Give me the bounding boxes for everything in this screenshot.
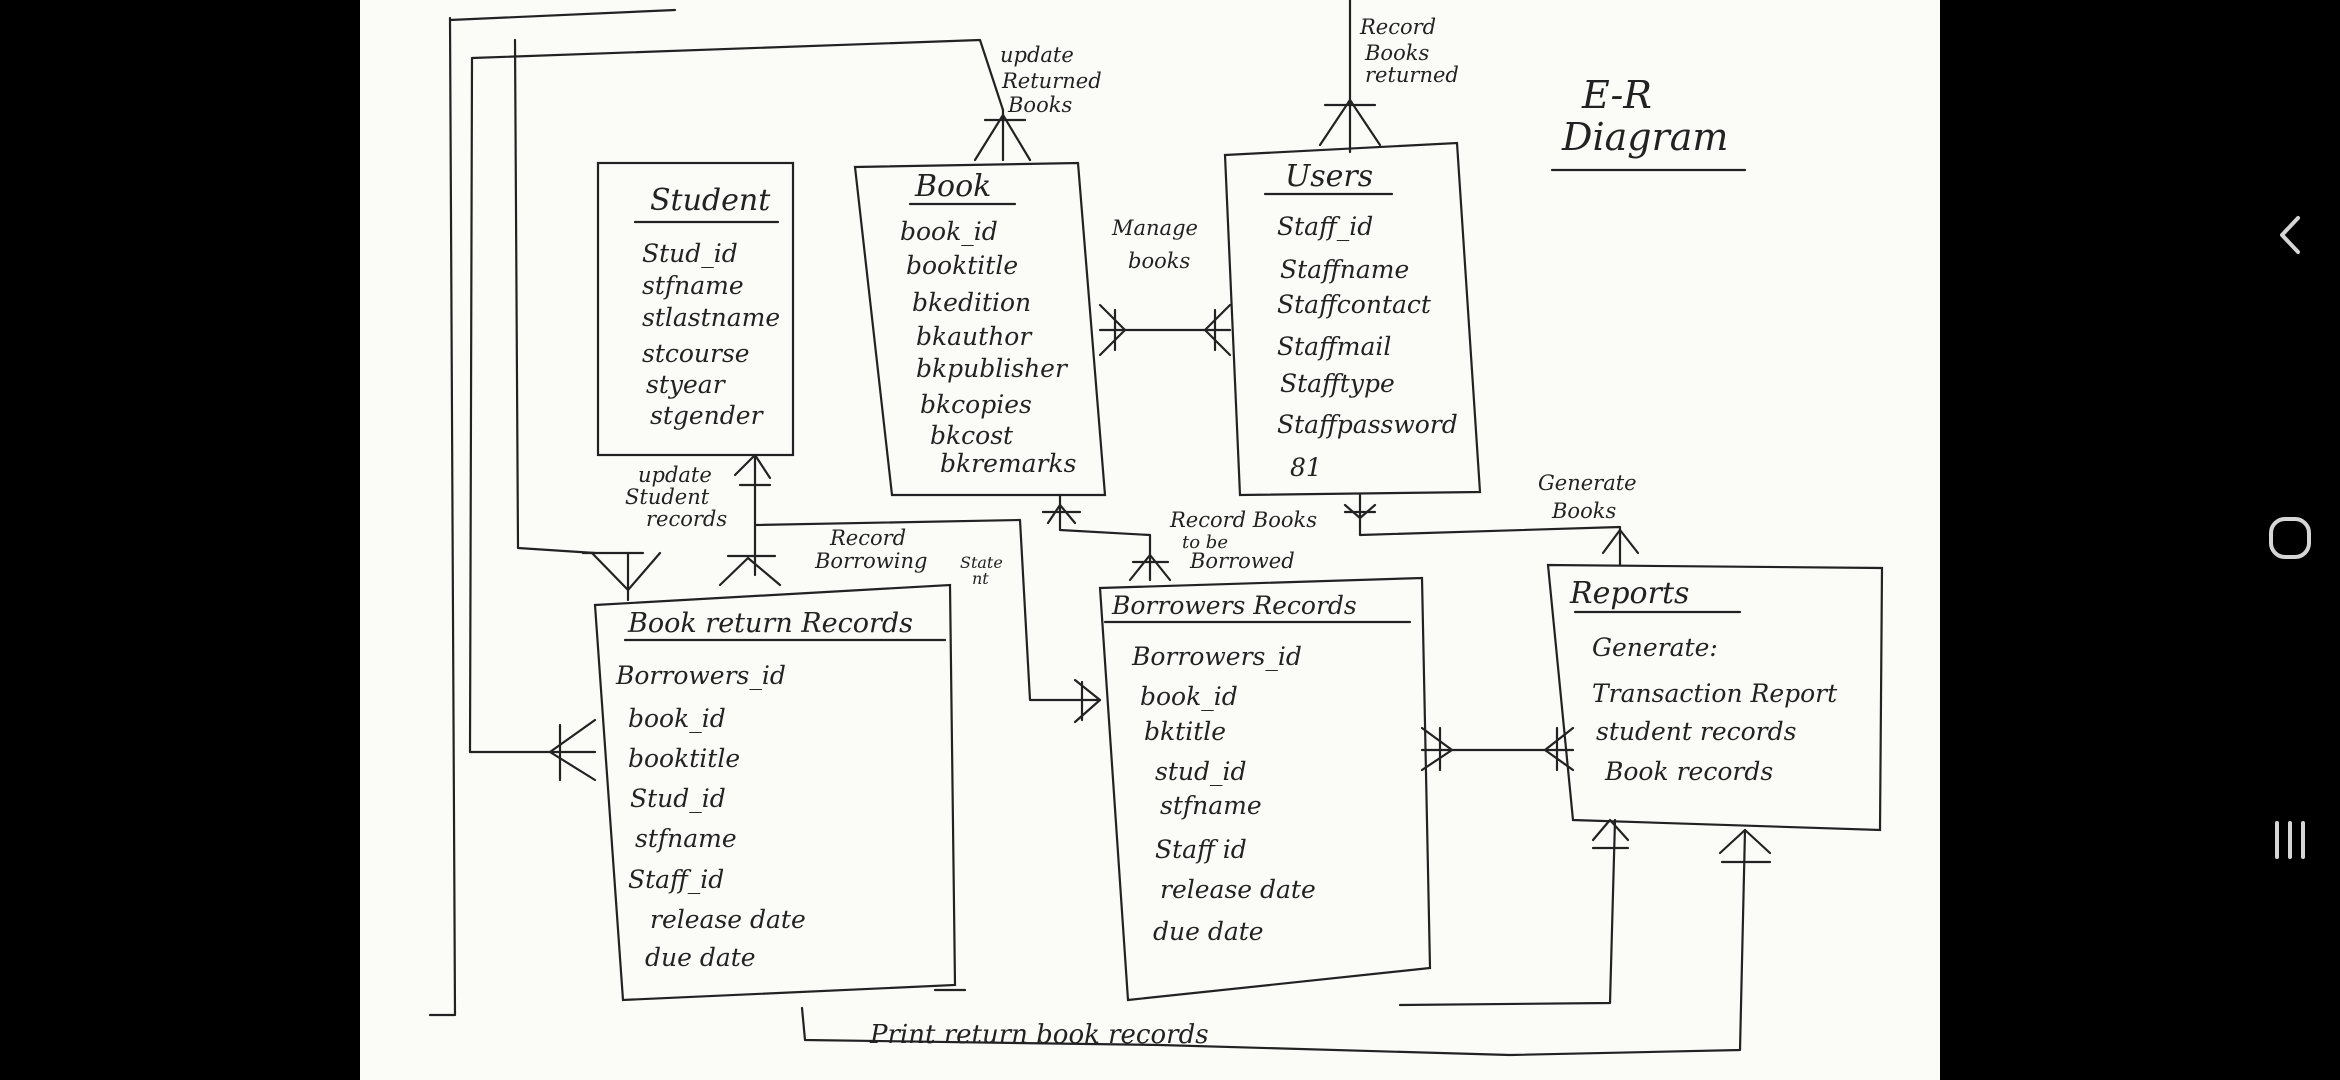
borrowers-attr: Borrowers_id: [1131, 642, 1302, 671]
borrowers-attr: release date: [1160, 875, 1316, 904]
reports-attr: Generate:: [1592, 633, 1718, 662]
users-attr: Staffcontact: [1277, 290, 1432, 319]
reports-attr: Book records: [1604, 757, 1773, 786]
entity-users: Users Staff_id Staffname Staffcontact St…: [1223, 141, 1482, 497]
book-attr: bkcopies: [920, 390, 1032, 419]
users-attr: 81: [1290, 453, 1322, 482]
rel-record-books-returned-2: Books: [1364, 41, 1429, 65]
home-circle-icon: [2269, 517, 2311, 559]
rel-record-books-returned-1: Record: [1359, 15, 1436, 39]
student-attr: stlastname: [642, 303, 780, 332]
er-diagram-photo: E-R Diagram Student Stud_id stfname stla…: [360, 0, 1940, 1080]
student-attr: stcourse: [642, 339, 750, 368]
rel-record-borrowing-4: nt: [972, 569, 989, 588]
home-button[interactable]: [2240, 478, 2340, 598]
book-attr: book_id: [900, 217, 998, 246]
student-attr: Stud_id: [642, 239, 738, 268]
recents-button[interactable]: [2240, 780, 2340, 900]
rel-generate-books-2: Books: [1551, 499, 1616, 523]
relationship-labels: update Returned Books Record Books retur…: [625, 15, 1637, 1050]
recents-bars-icon: [2275, 821, 2305, 859]
borrowers-attr: Staff id: [1155, 835, 1247, 864]
book-return-attr: Borrowers_id: [615, 661, 786, 690]
book-return-attr: due date: [645, 943, 756, 972]
book-return-attr: booktitle: [628, 744, 740, 773]
entity-student-title: Student: [650, 183, 771, 218]
rel-record-borrowing-3: State: [960, 553, 1003, 572]
book-attr: bkremarks: [940, 449, 1076, 478]
reports-attr: Transaction Report: [1592, 679, 1838, 708]
book-return-attr: Staff_id: [628, 865, 724, 894]
rel-manage-books-2: books: [1128, 249, 1190, 273]
book-return-attr: release date: [650, 905, 806, 934]
rel-record-books-borrowed-3: Borrowed: [1189, 549, 1295, 573]
student-attr: stfname: [642, 271, 744, 300]
entity-book-return-records-title: Book return Records: [627, 608, 913, 639]
student-attr: styear: [646, 370, 727, 399]
rel-generate-books-1: Generate: [1538, 471, 1637, 495]
borrowers-attr: stud_id: [1155, 757, 1246, 786]
diagram-title-line1: E-R: [1581, 73, 1652, 117]
borrowers-attr: bktitle: [1144, 717, 1226, 746]
users-attr: Stafftype: [1280, 369, 1395, 398]
book-return-attr: stfname: [635, 824, 737, 853]
entity-borrowers-records-title: Borrowers Records: [1111, 591, 1357, 620]
entity-book: Book book_id booktitle bkedition bkautho…: [853, 161, 1107, 497]
chevron-left-icon: [2280, 216, 2300, 254]
back-button[interactable]: [2240, 175, 2340, 295]
student-attr: stgender: [650, 401, 765, 430]
entity-student: Student Stud_id stfname stlastname stcou…: [596, 161, 795, 457]
rel-record-borrowing-2: Borrowing: [814, 549, 927, 573]
borrowers-attr: due date: [1153, 917, 1264, 946]
users-attr: Staff_id: [1277, 212, 1373, 241]
reports-attr: student records: [1596, 717, 1796, 746]
entity-users-title: Users: [1285, 159, 1373, 194]
rel-record-books-borrowed-1: Record Books: [1169, 508, 1317, 532]
rel-update-returned-books-2: Returned: [1001, 69, 1102, 93]
rel-update-student-records-2: Student: [625, 485, 710, 509]
entity-reports-title: Reports: [1569, 576, 1689, 611]
rel-update-returned-books-1: update: [1000, 43, 1074, 67]
borrowers-attr: book_id: [1140, 682, 1238, 711]
er-diagram: E-R Diagram Student Stud_id stfname stla…: [428, 0, 1884, 1057]
rel-update-student-records-1: update: [638, 463, 712, 487]
book-attr: bkauthor: [916, 322, 1033, 351]
book-return-attr: book_id: [628, 704, 726, 733]
rel-manage-books-1: Manage: [1111, 216, 1198, 240]
book-attr: bkcost: [930, 421, 1014, 450]
android-navigation-bar: [2240, 0, 2340, 1080]
users-attr: Staffpassword: [1277, 410, 1458, 439]
entity-borrowers-records: Borrowers Records Borrowers_id book_id b…: [1098, 576, 1432, 1002]
rel-record-books-borrowed-2: to be: [1182, 532, 1228, 553]
users-attr: Staffmail: [1277, 332, 1391, 361]
users-attr: Staffname: [1280, 255, 1409, 284]
book-attr: bkpublisher: [916, 354, 1069, 383]
rel-print-return-book-records: Print return book records: [869, 1020, 1209, 1050]
book-attr: booktitle: [906, 251, 1018, 280]
entity-book-title: Book: [914, 169, 991, 204]
diagram-title-line2: Diagram: [1561, 115, 1728, 159]
rel-update-returned-books-3: Books: [1007, 93, 1072, 117]
connector-lines: [428, 0, 1772, 1057]
entity-reports: Reports Generate: Transaction Report stu…: [1546, 563, 1884, 832]
rel-record-books-returned-3: returned: [1365, 63, 1459, 87]
entity-book-return-records: Book return Records Borrowers_id book_id…: [593, 583, 957, 1002]
book-return-attr: Stud_id: [630, 784, 726, 813]
book-attr: bkedition: [912, 288, 1031, 317]
borrowers-attr: stfname: [1160, 791, 1262, 820]
rel-update-student-records-3: records: [646, 507, 727, 531]
rel-record-borrowing-1: Record: [829, 526, 906, 550]
